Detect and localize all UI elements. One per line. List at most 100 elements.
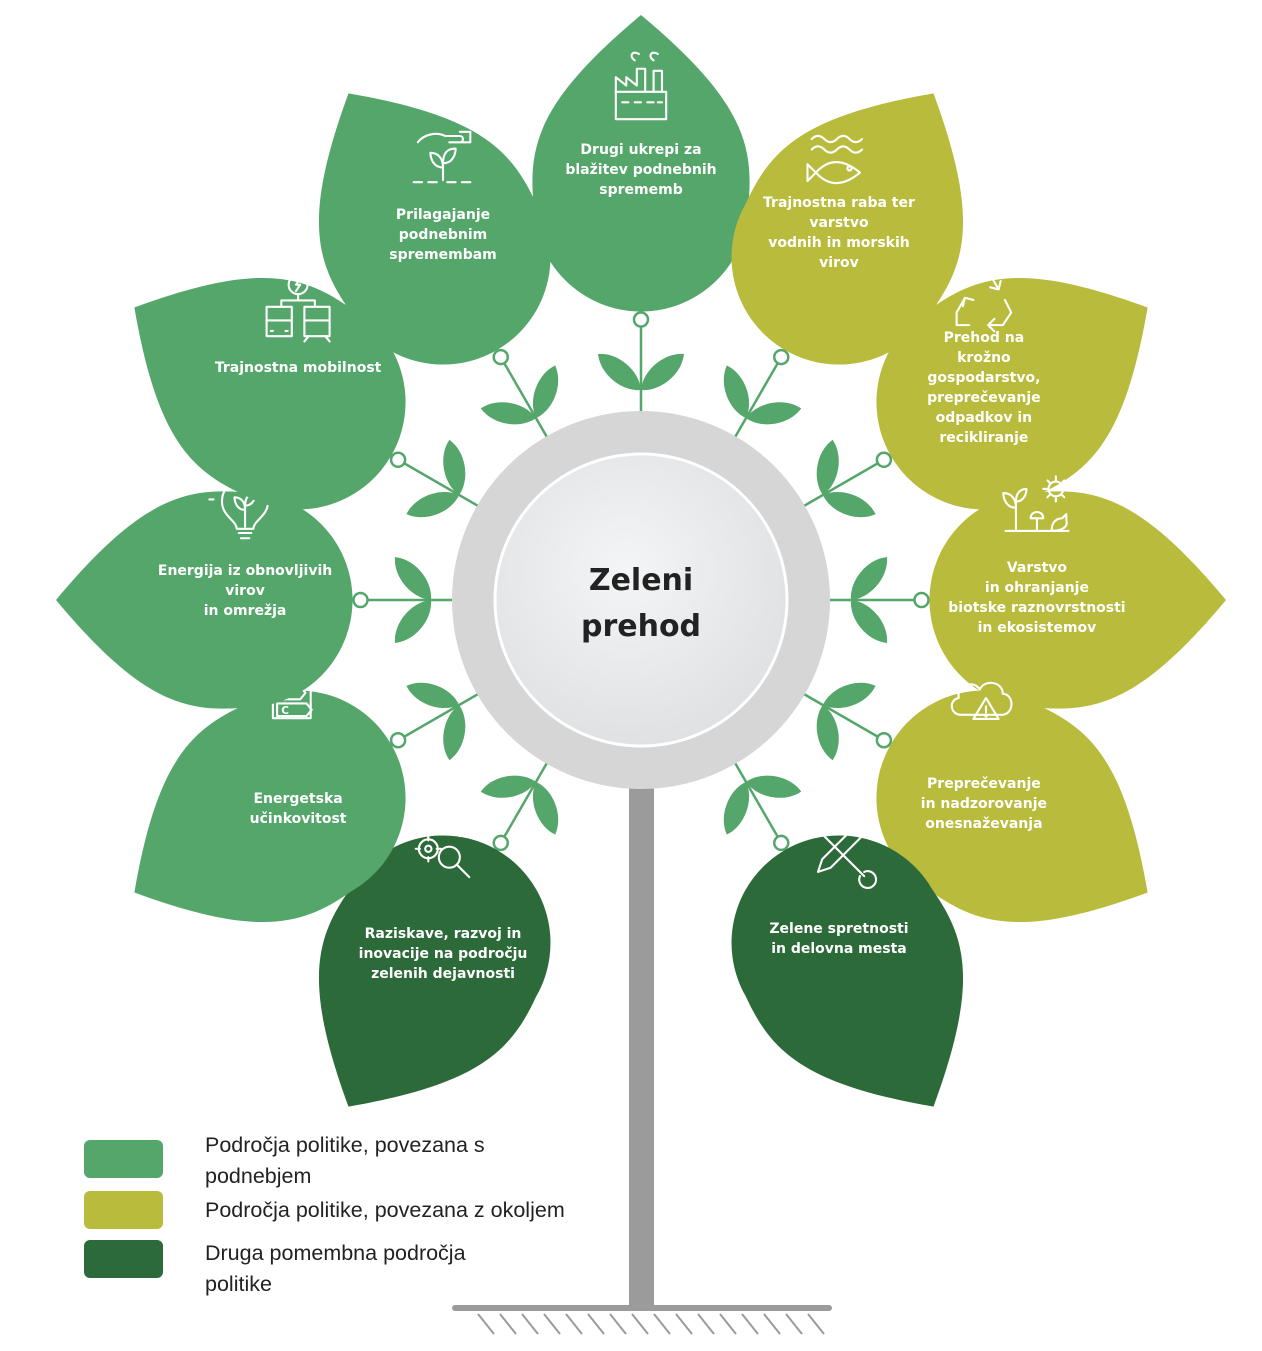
leaf-skills: Zelene spretnosti in delovna mesta: [731, 820, 964, 1107]
leaf-shape-mitigation: [532, 15, 750, 312]
ground-hatch-line: [477, 1313, 495, 1335]
leaf-label-renewables: virov: [225, 583, 265, 599]
wrench-pencil-icon: [808, 820, 878, 889]
leaf-label-water: vodnih in morskih: [768, 235, 910, 251]
leaf-label-mobility: Trajnostna mobilnost: [215, 360, 382, 376]
ground: [452, 1305, 832, 1335]
leaf-label-mitigation: Drugi ukrepi za: [580, 142, 701, 158]
leaf-label-efficiency: Energetska: [253, 791, 342, 807]
leaf-shape-adaptation: [318, 93, 551, 365]
legend-swatch-climate: [84, 1140, 163, 1178]
sprout-leaf: [641, 353, 684, 391]
ground-hatch-line: [587, 1313, 605, 1335]
factory-icon: [614, 51, 668, 121]
legend-swatch-other: [84, 1240, 163, 1278]
leaf-label-efficiency: učinkovitost: [250, 811, 347, 827]
leaf-label-renewables: in omrežja: [204, 603, 287, 619]
ground-hatch-line: [521, 1313, 539, 1335]
leaf-shape-pollution: [876, 690, 1148, 923]
branch-node: [875, 451, 893, 469]
branch-node: [913, 591, 930, 609]
leaf-shape-renewables: [56, 491, 353, 709]
center-disc: Zeleni prehod: [452, 411, 830, 789]
leaf-shape-biodiversity: [929, 491, 1226, 709]
leaf-shape-research: [318, 835, 551, 1107]
leaf-renewables: Energija iz obnovljivih virov in omrežja: [56, 476, 353, 709]
ground-hatch-line: [543, 1313, 561, 1335]
ground-hatch-line: [499, 1313, 517, 1335]
ground-hatch-line: [609, 1313, 627, 1335]
leaf-label-water: virov: [819, 255, 859, 271]
leaf-label-biodiversity: biotske raznovrstnosti: [948, 600, 1125, 616]
gears-magnifier-icon: [414, 816, 471, 879]
sprout-leaf: [394, 557, 432, 600]
hand-sprout-icon: [412, 130, 472, 184]
leaf-label-pollution: in nadzorovanje: [921, 796, 1047, 812]
leaf-label-mitigation: blažitev podnebnih: [565, 162, 716, 178]
bus-train-icon: [265, 274, 331, 343]
leaf-label-circular: recikliranje: [939, 430, 1028, 446]
ground-hatch-line: [807, 1313, 825, 1335]
plant-sun-bird-icon: [1002, 475, 1070, 532]
ground-hatch-line: [675, 1313, 693, 1335]
leaf-shape-mobility: [134, 277, 406, 510]
sprout-leaf: [850, 557, 888, 600]
legend-label-other: Druga pomembna področja politike: [205, 1241, 466, 1296]
leaf-label-circular: krožno: [957, 350, 1011, 366]
sprout-leaf: [746, 402, 802, 425]
leaf-shape-skills: [731, 835, 964, 1107]
leaf-circular: Prehod nakrožnogospodarstvo,preprečevanj…: [876, 273, 1148, 510]
sprout-leaf: [850, 600, 888, 643]
sprout-leaf: [822, 682, 876, 709]
leaf-shape-efficiency: [134, 690, 406, 923]
legend-label-environment: Področja politike, povezana z okoljem: [205, 1198, 565, 1222]
policy-leaves: Drugi ukrepi za blažitev podnebnih spremem…: [56, 15, 1226, 1107]
sprout-leaf: [816, 705, 839, 761]
ground-hatch-line: [785, 1313, 803, 1335]
leaf-label-water: Trajnostna raba ter: [763, 195, 915, 211]
sprout-leaves: [394, 353, 888, 835]
sprout-leaf: [822, 491, 876, 518]
branch-node: [492, 834, 510, 852]
leaf-label-renewables: Energija iz obnovljivih: [158, 563, 332, 579]
ground-hatch-line: [719, 1313, 737, 1335]
branch-node: [389, 731, 407, 749]
sprout-leaf: [598, 353, 641, 391]
ground-hatch-line: [763, 1313, 781, 1335]
leaf-label-biodiversity: in ekosistemov: [978, 620, 1097, 636]
leaf-pollution: Preprečevanje in nadzorovanje onesnaževanj…: [876, 681, 1148, 923]
branch-node: [875, 731, 893, 749]
leaf-label-research: zelenih dejavnosti: [371, 966, 515, 982]
leaf-shape-circular: [876, 277, 1148, 510]
sprout-leaf: [406, 682, 460, 709]
leaf-label-research: Raziskave, razvoj in: [365, 926, 522, 942]
sprout-leaf: [480, 775, 536, 798]
leaf-label-pollution: onesnaževanja: [925, 816, 1042, 832]
recycle-icon: [955, 273, 1013, 333]
ground-hatch-line: [565, 1313, 583, 1335]
legend-swatch-environment: [84, 1191, 163, 1229]
center-inner: [493, 452, 789, 748]
fish-waves-icon: [806, 134, 864, 185]
branch-node: [492, 348, 510, 366]
leaf-label-pollution: Preprečevanje: [927, 776, 1041, 792]
leaf-label-skills: Zelene spretnosti: [769, 921, 908, 937]
branch-node: [352, 591, 369, 609]
leaf-label-mitigation: sprememb: [599, 182, 682, 198]
legend-label-climate: Področja politike, povezana s podnebjem: [205, 1133, 485, 1188]
sprout-leaf: [443, 705, 466, 761]
sprout-leaf: [532, 781, 559, 835]
leaf-mitigation: Drugi ukrepi za blažitev podnebnih spremem…: [532, 15, 750, 312]
sprout-leaf: [406, 491, 460, 518]
sprout-leaf: [532, 365, 559, 419]
leaf-label-biodiversity: in ohranjanje: [985, 580, 1089, 596]
leaf-label-adaptation: podnebnim: [399, 227, 488, 243]
leaf-label-circular: Prehod na: [944, 330, 1025, 346]
ground-hatch: [477, 1313, 825, 1335]
leaf-label-circular: odpadkov in: [936, 410, 1032, 426]
leaf-label-skills: in delovna mesta: [771, 941, 907, 957]
